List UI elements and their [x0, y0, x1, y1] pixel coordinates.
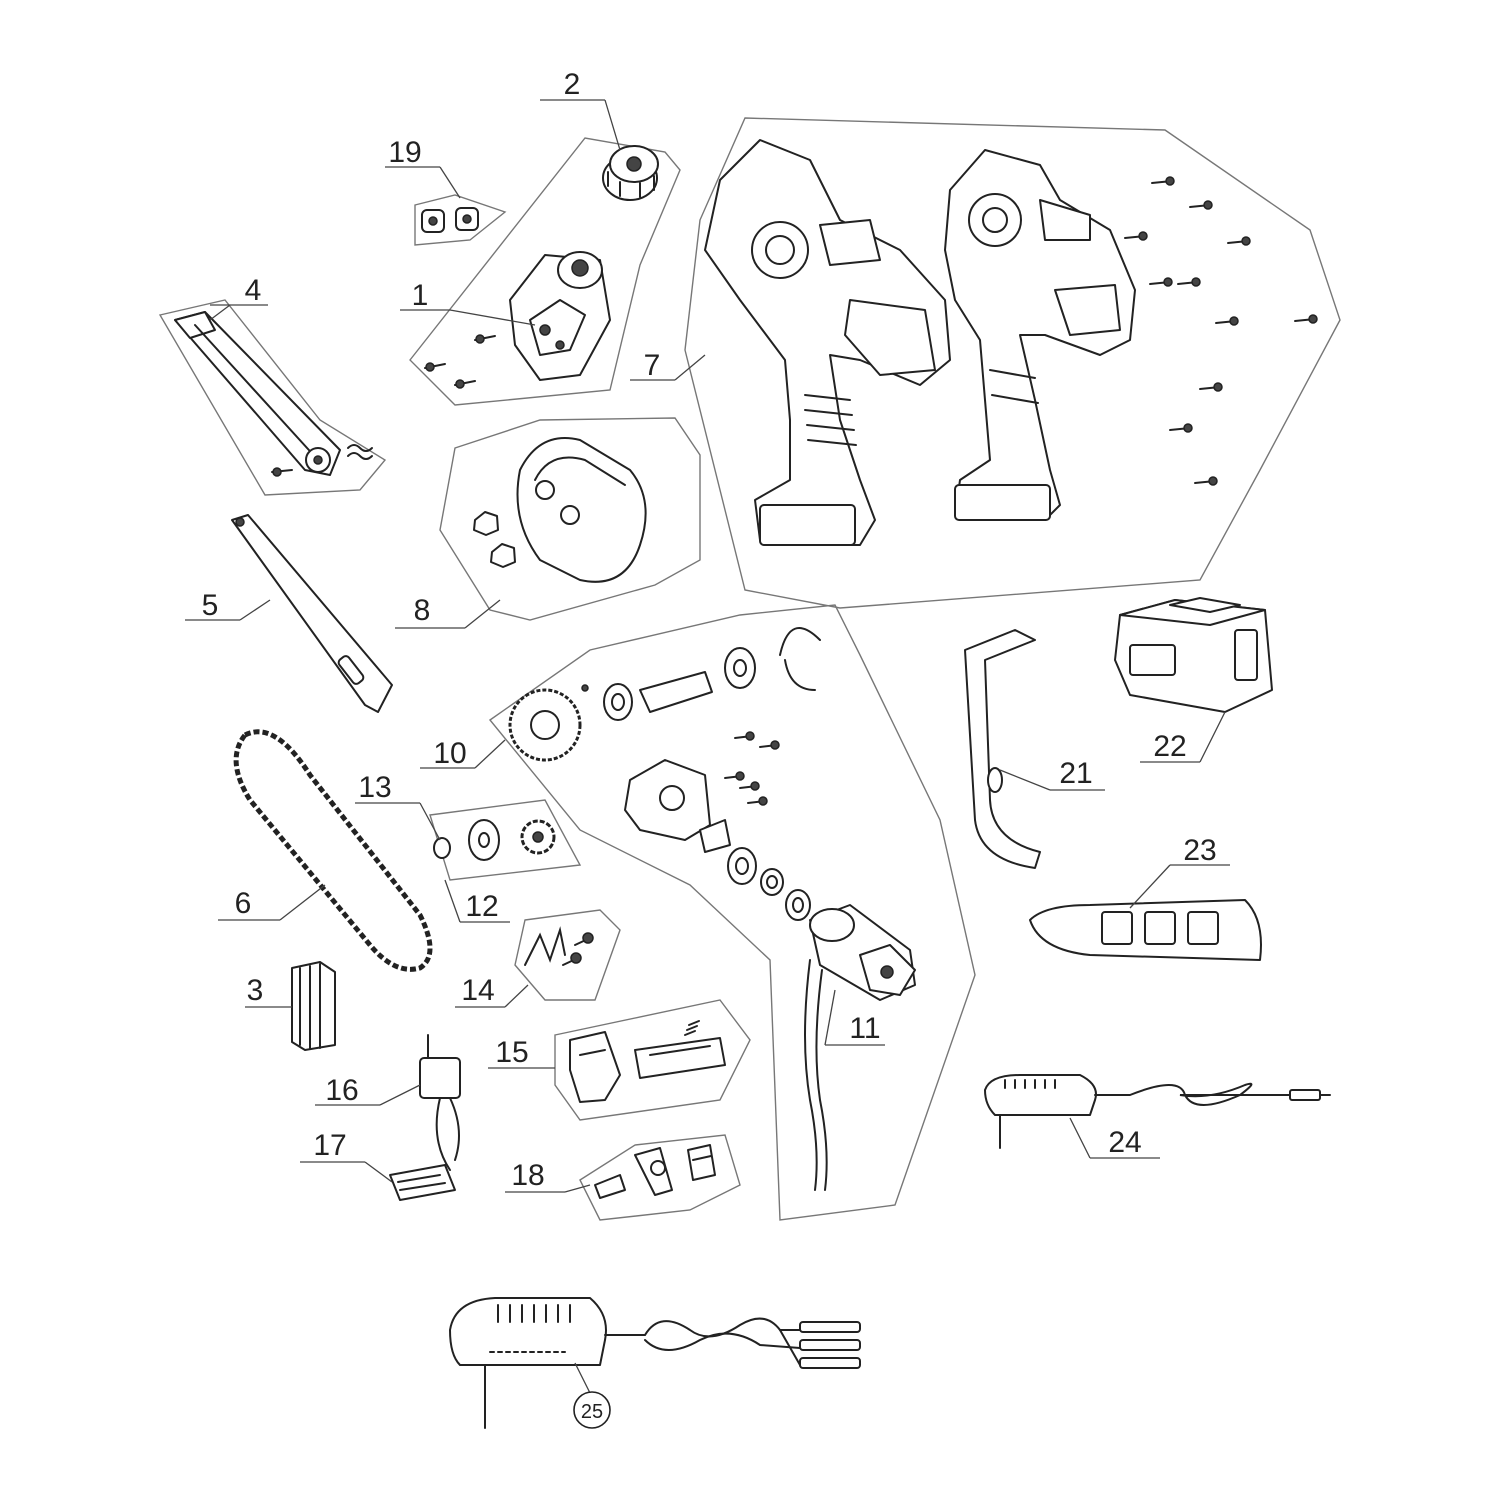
label-13: 13 — [358, 771, 391, 804]
part-13-washer — [433, 837, 451, 859]
part-6-saw-chain — [233, 729, 433, 972]
label-25-circle — [573, 1391, 611, 1429]
part-3-block — [291, 961, 336, 1051]
label-19: 19 — [388, 136, 421, 169]
label-21: 21 — [1059, 757, 1092, 790]
part-22-battery-pack — [1114, 597, 1273, 713]
label-3: 3 — [247, 974, 264, 1007]
label-12: 12 — [465, 890, 498, 923]
part-14-spring-set — [524, 926, 594, 966]
part-21-belt-clip — [964, 629, 1041, 869]
label-2: 2 — [564, 68, 581, 101]
part-25-charger-multi — [449, 1297, 861, 1429]
part-10-drive-gear — [508, 627, 821, 762]
part-19-clips — [421, 207, 479, 233]
label-7: 7 — [644, 349, 661, 382]
part-18-lock-set — [594, 1144, 716, 1199]
part-24-charger — [984, 1074, 1331, 1149]
part-16-control-module — [419, 1034, 461, 1171]
part-11-motor — [804, 904, 916, 1191]
label-17: 17 — [313, 1129, 346, 1162]
label-11: 11 — [849, 1012, 880, 1045]
housing-screws — [1124, 176, 1318, 486]
leader-lines — [185, 99, 1230, 1394]
part-1-oiler-assembly — [424, 251, 611, 389]
part-5-guide-bar — [231, 514, 393, 713]
label-23: 23 — [1183, 834, 1216, 867]
label-14: 14 — [461, 974, 494, 1007]
part-15-switch-set — [569, 1020, 726, 1103]
label-4: 4 — [245, 274, 262, 307]
label-24: 24 — [1108, 1126, 1141, 1159]
label-10: 10 — [433, 737, 466, 770]
label-5: 5 — [202, 589, 219, 622]
label-15: 15 — [495, 1036, 528, 1069]
callout-labels: 2 19 4 1 7 5 8 10 13 12 6 14 3 11 15 16 … — [202, 68, 1217, 1429]
group-outlines — [158, 117, 1341, 1221]
label-8: 8 — [414, 594, 431, 627]
label-22: 22 — [1153, 730, 1186, 763]
part-8-sprocket-cover — [473, 437, 647, 583]
label-6: 6 — [235, 887, 252, 920]
label-25: 25 — [581, 1401, 603, 1423]
part-12-sprocket — [468, 819, 556, 861]
part-17-battery-contacts — [389, 1164, 456, 1201]
label-1: 1 — [412, 279, 429, 312]
part-4-guide-cover — [174, 311, 373, 477]
label-18: 18 — [511, 1159, 544, 1192]
gearbox-bracket — [624, 731, 811, 921]
part-2-tension-knob — [602, 145, 659, 201]
part-23-bar-sheath — [1029, 899, 1262, 961]
label-16: 16 — [325, 1074, 358, 1107]
part-7-housing-halves — [704, 139, 1318, 546]
